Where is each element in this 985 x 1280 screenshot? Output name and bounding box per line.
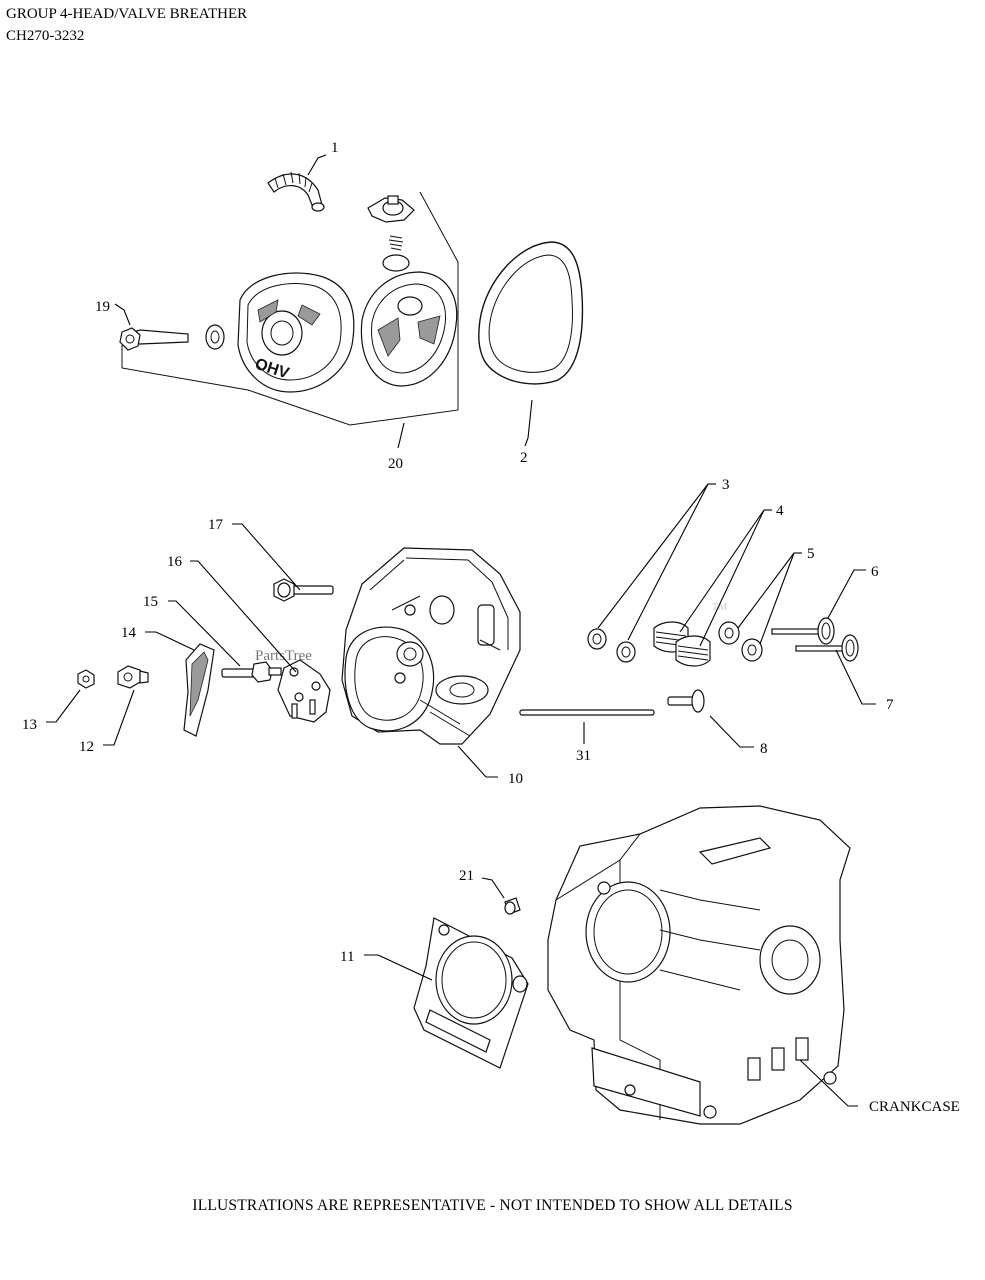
- callout-15: 15: [143, 594, 158, 610]
- part-17-head-bolt[interactable]: [273, 578, 334, 602]
- callout-12: 12: [79, 739, 94, 755]
- watermark-tm: TM: [712, 602, 727, 613]
- part-31-push-rod[interactable]: [519, 709, 655, 716]
- disclaimer-footer: ILLUSTRATIONS ARE REPRESENTATIVE - NOT I…: [192, 1197, 793, 1214]
- callout-4: 4: [776, 503, 784, 519]
- callout-1: 1: [331, 140, 339, 156]
- leader-lines: [46, 154, 876, 1107]
- callout-3: 3: [722, 477, 730, 493]
- callout-5: 5: [807, 546, 815, 562]
- group-title: GROUP 4-HEAD/VALVE BREATHER: [6, 6, 248, 22]
- cover-assembly-bracket: [121, 191, 459, 426]
- callout-31: 31: [576, 748, 591, 764]
- part-3-valve-keeper[interactable]: [587, 628, 636, 663]
- part-breather-valve[interactable]: [367, 195, 415, 272]
- callout-20: 20: [388, 456, 403, 472]
- callout-19: 19: [95, 299, 110, 315]
- model-number: CH270-3232: [6, 28, 85, 44]
- part-11-head-gasket[interactable]: [413, 917, 529, 1069]
- part-2-cover-gasket[interactable]: [478, 241, 584, 385]
- callout-7: 7: [886, 697, 894, 713]
- part-13-nut[interactable]: [77, 669, 95, 689]
- callout-11: 11: [340, 949, 354, 965]
- part-20-valve-cover[interactable]: OHV: [237, 271, 458, 393]
- part-16-guide-plate[interactable]: [277, 659, 331, 723]
- callout-17: 17: [208, 517, 224, 533]
- callout-13: 13: [22, 717, 37, 733]
- part-19-cover-screw[interactable]: [119, 324, 225, 351]
- part-7-exhaust-valve[interactable]: [795, 634, 859, 662]
- callout-8: 8: [760, 741, 768, 757]
- callout-21: 21: [459, 868, 474, 884]
- callout-10: 10: [508, 771, 523, 787]
- watermark: PartsTree: [255, 648, 312, 664]
- part-1-breather-hose[interactable]: [267, 171, 325, 212]
- part-21-dowel-pin[interactable]: [504, 897, 521, 915]
- part-12-adjuster[interactable]: [117, 665, 149, 689]
- callout-2: 2: [520, 450, 528, 466]
- part-10-cylinder-head[interactable]: [341, 547, 521, 745]
- callout-16: 16: [167, 554, 183, 570]
- callout-crankcase: CRANKCASE: [869, 1099, 960, 1115]
- part-6-intake-valve[interactable]: [771, 617, 835, 645]
- part-8-tappet[interactable]: [667, 689, 705, 713]
- crankcase[interactable]: [547, 805, 851, 1125]
- callout-6: 6: [871, 564, 879, 580]
- callout-14: 14: [121, 625, 137, 641]
- part-14-rocker-arm[interactable]: [183, 643, 215, 737]
- part-15-rocker-stud[interactable]: [221, 661, 282, 683]
- part-5-spring-retainer[interactable]: [718, 621, 763, 662]
